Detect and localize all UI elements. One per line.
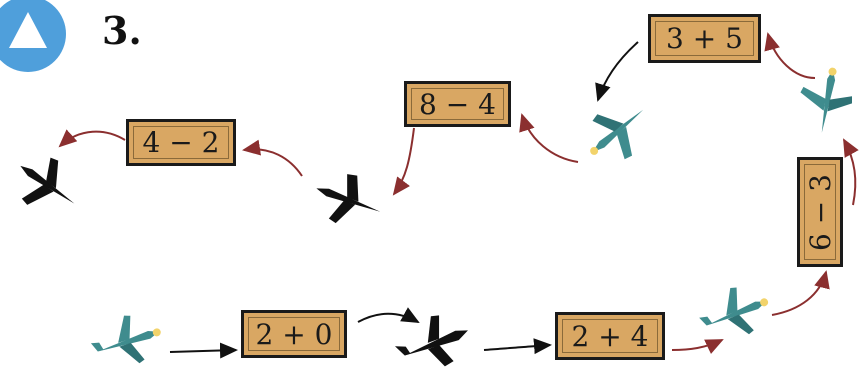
arrow-11 <box>242 139 303 177</box>
arrow-5 <box>771 270 830 316</box>
expression-label: 2 + 4 <box>571 319 649 353</box>
plane-black-icon <box>394 315 468 367</box>
arrow-12 <box>58 129 126 148</box>
plane-teal-icon <box>800 67 852 133</box>
expression-box-2-plus-0: 2 + 0 <box>241 310 347 358</box>
expression-label: 8 − 4 <box>419 87 496 121</box>
arrow-8 <box>595 41 639 102</box>
arrow-2 <box>357 307 420 323</box>
expression-label: 3 + 5 <box>666 22 743 55</box>
arrow-7 <box>764 32 816 79</box>
plane-teal-icon <box>590 109 644 160</box>
plane-black-icon <box>20 157 75 205</box>
expression-box-6-minus-3: 6 − 3 <box>797 157 843 267</box>
arrow-3 <box>483 338 552 355</box>
expression-label: 4 − 2 <box>142 126 220 159</box>
plane-teal-icon <box>90 315 161 364</box>
arrow-4 <box>671 339 724 355</box>
arrow-1 <box>169 342 238 359</box>
expression-box-2-plus-4: 2 + 4 <box>555 312 665 360</box>
expression-box-3-plus-5: 3 + 5 <box>648 14 761 63</box>
expression-box-4-minus-2: 4 − 2 <box>126 119 236 166</box>
arrow-10 <box>392 127 415 196</box>
arrow-6 <box>843 138 859 206</box>
exercise-number: 3. <box>102 8 142 53</box>
plane-black-icon <box>316 174 381 224</box>
arrow-9 <box>519 113 579 163</box>
expression-label: 2 + 0 <box>255 317 333 351</box>
triangle-icon <box>0 0 66 72</box>
plane-teal-icon <box>699 287 769 335</box>
expression-box-8-minus-4: 8 − 4 <box>404 81 511 127</box>
